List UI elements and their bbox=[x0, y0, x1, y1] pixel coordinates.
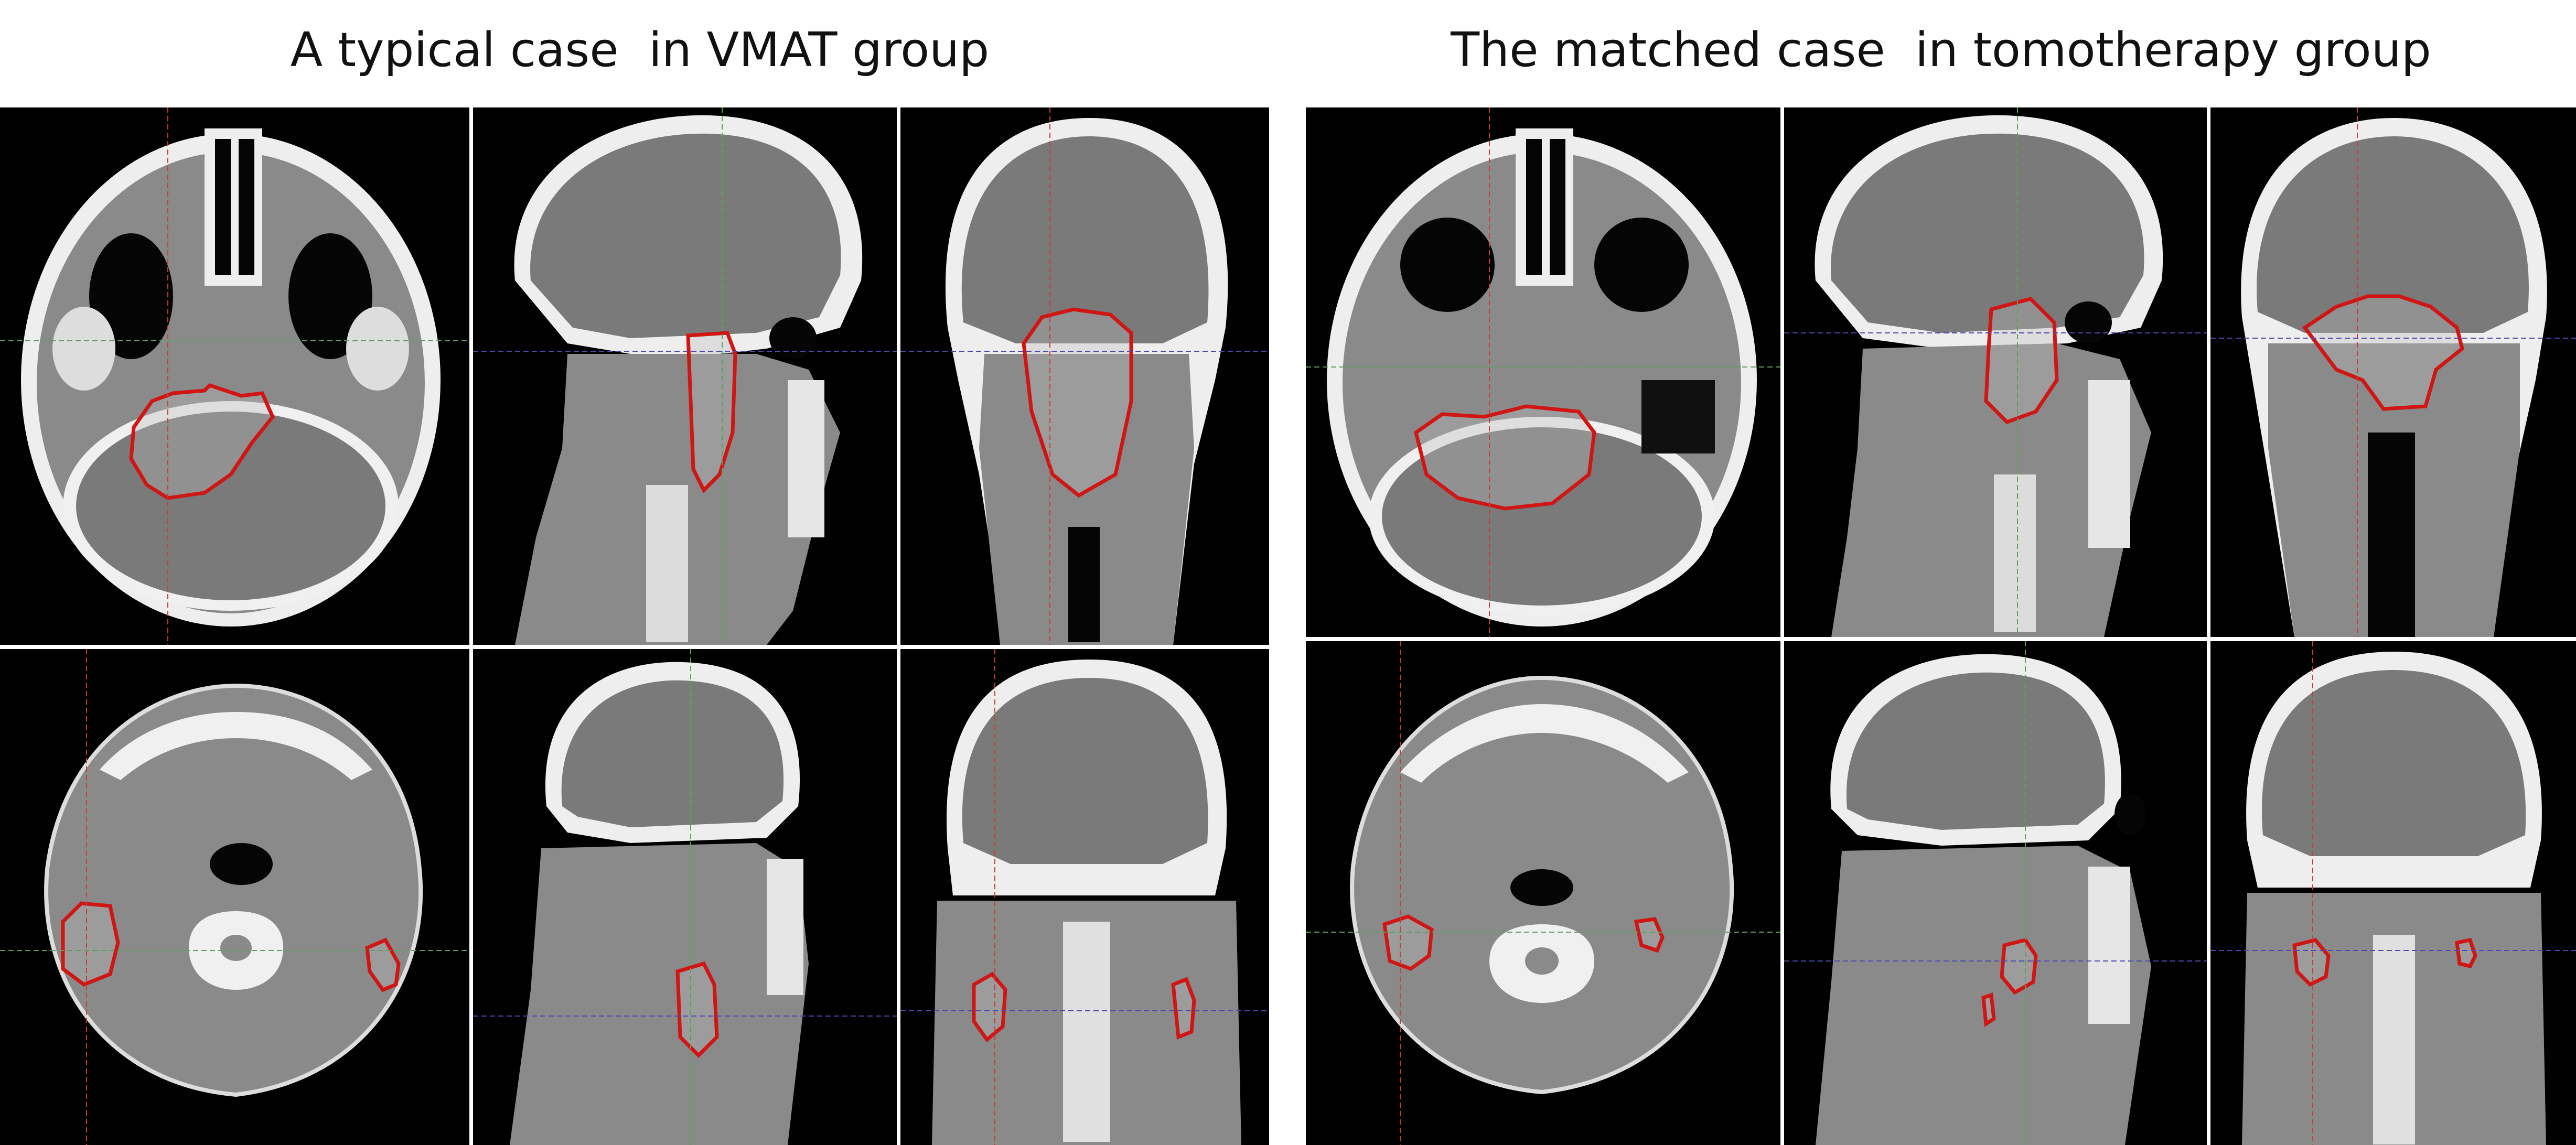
vmat-sagittal-neck-view bbox=[473, 649, 897, 1145]
vmat-sagittal-nasopharynx-view bbox=[473, 107, 897, 645]
vmat-coronal-neck-view bbox=[900, 649, 1269, 1145]
vmat-axial-neck-view bbox=[0, 649, 469, 1145]
tomo-coronal-nasopharynx-view bbox=[2210, 107, 2576, 637]
vmat-image-grid bbox=[0, 107, 1269, 1145]
right-group-title: The matched case in tomotherapy group bbox=[1451, 22, 2431, 78]
vmat-coronal-nasopharynx-view bbox=[900, 107, 1269, 645]
vmat-axial-nasopharynx-view bbox=[0, 107, 469, 645]
tomotherapy-image-grid bbox=[1306, 107, 2576, 1145]
tomo-axial-neck-view bbox=[1306, 641, 1780, 1145]
left-group-title: A typical case in VMAT group bbox=[290, 22, 990, 78]
tomo-sagittal-neck-view bbox=[1784, 641, 2207, 1145]
tomo-coronal-neck-view bbox=[2210, 641, 2576, 1145]
tomo-axial-nasopharynx-view bbox=[1306, 107, 1780, 637]
tomo-sagittal-nasopharynx-view bbox=[1784, 107, 2207, 637]
